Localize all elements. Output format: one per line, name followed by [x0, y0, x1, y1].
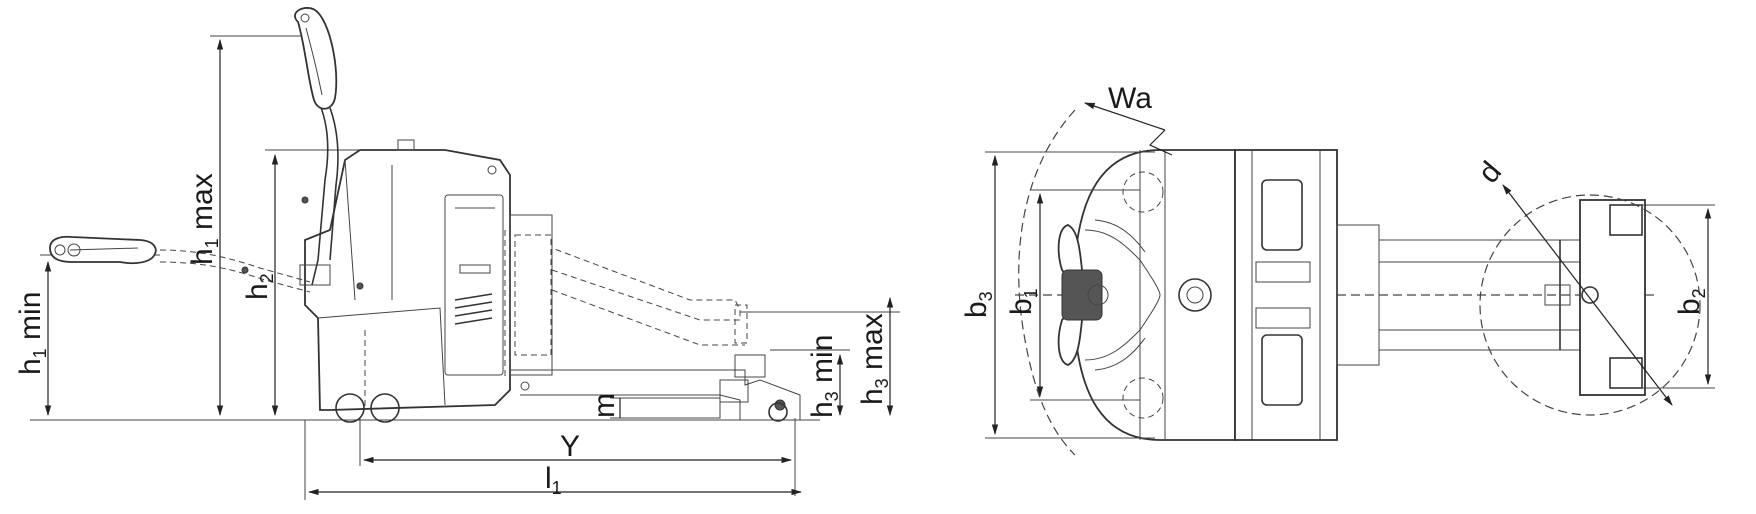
top-center-hub	[1178, 278, 1212, 312]
label-b2: b2	[1673, 288, 1709, 315]
raised-fork-end	[734, 304, 748, 344]
label-h2: h2	[241, 273, 277, 300]
top-view: Wa b3 b1 b2 d	[960, 82, 1715, 456]
grip-lowered-knob	[67, 243, 81, 257]
dim-line-wa	[1083, 102, 1166, 131]
label-l1: l1	[545, 462, 562, 498]
tiller-arm-lowered	[159, 249, 311, 283]
battery-cover	[444, 194, 504, 376]
label-h1-max: h1 max	[186, 173, 222, 265]
load-wheel	[768, 402, 788, 422]
top-battery-slot-1	[1261, 179, 1303, 251]
label-wa: Wa	[1108, 82, 1152, 115]
body-front-panel	[317, 307, 446, 406]
tiller-grip-upright	[294, 7, 338, 110]
fork-block	[734, 354, 766, 378]
top-latch-1	[1255, 261, 1311, 283]
grip-upright-slot	[305, 27, 323, 96]
pocket-inner-bottom	[1094, 337, 1146, 371]
top-tiller-knob	[1087, 284, 1109, 306]
vent-slots	[454, 293, 493, 325]
top-tiller-grip	[1057, 224, 1091, 366]
label-d: d	[1472, 156, 1508, 190]
label-b3: b3	[960, 291, 996, 318]
tiller-bolt	[301, 196, 309, 204]
body-bolt	[356, 282, 364, 290]
wa-leader-zigzag	[1148, 129, 1173, 156]
raised-fork-outline	[551, 247, 741, 321]
pocket-inner-top	[1094, 219, 1146, 253]
key-switch	[487, 165, 497, 175]
top-fork-base	[1336, 224, 1380, 366]
drive-wheel	[335, 393, 365, 423]
tiller-arm-upright	[311, 104, 329, 286]
cover-handle	[459, 264, 491, 274]
fork-link	[719, 379, 749, 403]
label-h3-min: h3 min	[806, 335, 842, 418]
label-m: m	[588, 393, 621, 418]
tiller-pocket	[1084, 229, 1161, 361]
side-view: h1 min h1 max h2 h3 min h3 max m Y l1	[14, 7, 900, 500]
raised-fork-lower	[551, 289, 745, 346]
rear-box	[509, 214, 553, 376]
turning-radius-arc	[1018, 109, 1076, 456]
top-caster-lower	[1122, 377, 1164, 419]
label-h3-max: h3 max	[856, 313, 892, 405]
grip-lowered-slot	[69, 247, 139, 251]
top-cap	[397, 139, 415, 151]
top-latch-2	[1255, 307, 1311, 329]
caster-wheel	[370, 393, 400, 423]
grip-upright-button	[300, 13, 310, 23]
rear-box-hidden	[514, 234, 552, 356]
tiller-arm-lowered-2	[159, 261, 311, 293]
top-center-hub-inner	[1186, 286, 1204, 304]
dim-line-d	[1502, 184, 1673, 406]
tiller-grip-lowered	[49, 235, 157, 265]
pivot-pin	[520, 381, 530, 391]
fork-turning-circle	[1479, 194, 1701, 416]
label-y: Y	[560, 430, 580, 463]
label-b1: b1	[1005, 288, 1041, 315]
tiller-head	[299, 264, 331, 286]
top-fork-inner	[1379, 261, 1580, 331]
top-caster-upper	[1122, 171, 1164, 213]
top-tiller-head	[1061, 269, 1103, 321]
top-battery-slot-2	[1261, 334, 1303, 406]
label-h1-min: h1 min	[14, 292, 50, 375]
tiller-pivot-dot	[241, 266, 249, 274]
grip-lowered-button	[54, 244, 66, 256]
body-cover-line	[344, 159, 356, 301]
tiller-arm-upright-2	[329, 107, 339, 261]
top-rear-block	[1234, 149, 1338, 441]
top-rear-rails	[1251, 150, 1321, 440]
fork-bar	[610, 397, 721, 419]
